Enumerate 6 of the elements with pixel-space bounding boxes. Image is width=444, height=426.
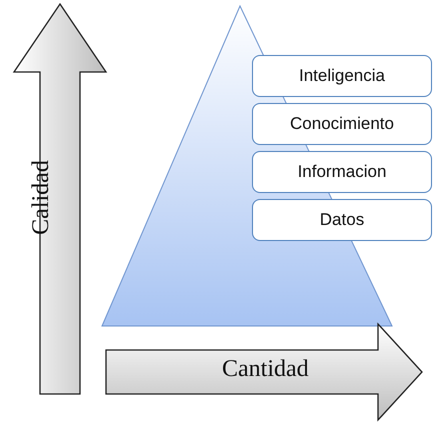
level-box: Inteligencia — [252, 55, 432, 97]
arrow-label: Calidad — [28, 160, 55, 235]
level-box: Conocimiento — [252, 103, 432, 145]
level-box: Datos — [252, 199, 432, 241]
level-box: Informacion — [252, 151, 432, 193]
arrow-label: Cantidad — [222, 356, 309, 383]
